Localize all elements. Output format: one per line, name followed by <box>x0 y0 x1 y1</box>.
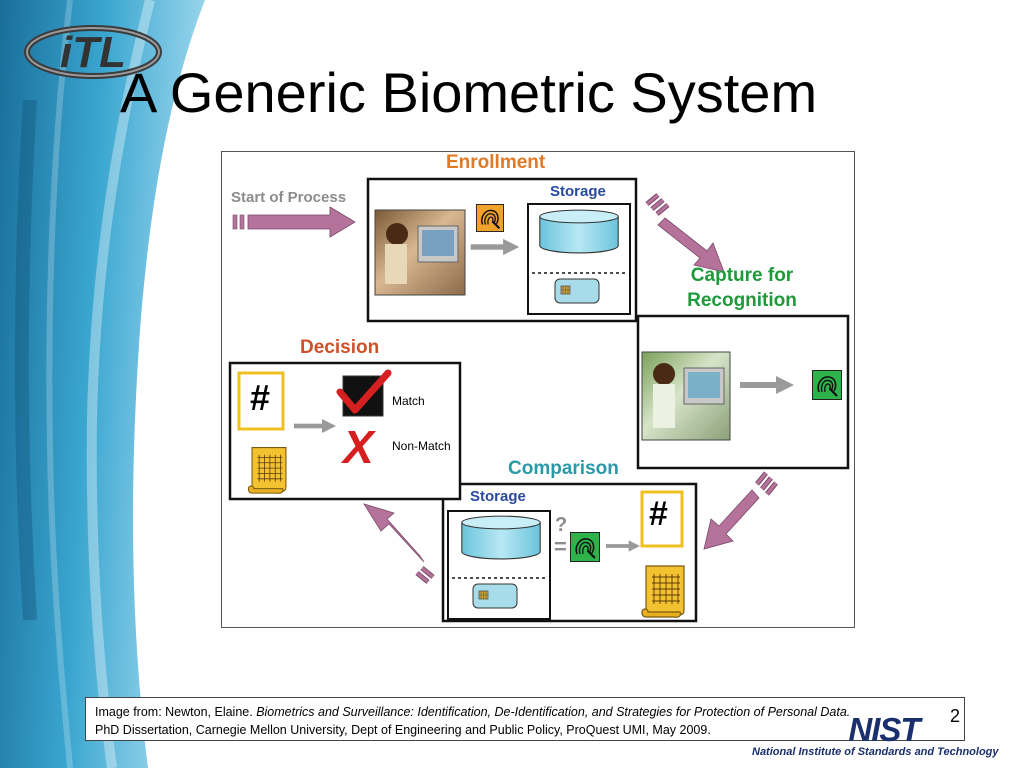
arrow-capture-to-comparison <box>703 471 778 550</box>
comparison-hash-card <box>640 490 684 548</box>
start-arrow <box>232 206 356 238</box>
comparison-template-scroll-icon <box>641 565 685 618</box>
arrow-enrollment-to-capture <box>645 193 725 273</box>
image-citation: Image from: Newton, Elaine. Biometrics a… <box>85 697 965 741</box>
non-match-x-icon: X <box>343 421 374 473</box>
comparison-storage-label: Storage <box>470 488 526 505</box>
citation-work-title: Biometrics and Surveillance: Identificat… <box>256 705 851 719</box>
comparison-hash-symbol: # <box>649 495 668 533</box>
nist-full-name: National Institute of Standards and Tech… <box>752 746 999 758</box>
decision-template-scroll-icon <box>247 446 287 494</box>
comparison-title: Comparison <box>508 458 619 479</box>
citation-line-1: Image from: Newton, Elaine. Biometrics a… <box>95 703 955 721</box>
comparison-equals-sign: = <box>554 534 567 559</box>
enrollment-id-card-icon <box>554 278 600 304</box>
itl-logo-text: iTL <box>60 28 126 77</box>
itl-logo: iTL <box>24 25 162 79</box>
decision-hash-symbol: # <box>250 377 271 418</box>
comparison-fingerprint-icon <box>570 532 600 562</box>
biometric-system-diagram: Start of Process Enrollment Storage Capt… <box>221 151 855 628</box>
non-match-label: Non-Match <box>392 439 451 453</box>
match-checkmark-icon <box>336 369 392 414</box>
nist-logo: NIST <box>848 712 924 746</box>
capture-title: Capture for Recognition <box>687 265 797 311</box>
match-label: Match <box>392 394 425 408</box>
fingerprint-orange-icon <box>476 204 504 232</box>
comparison-question-mark: ? <box>555 514 568 536</box>
citation-author: Image from: Newton, Elaine. <box>95 705 257 719</box>
decision-hash-card <box>237 371 285 431</box>
fingerprint-green-icon <box>812 370 842 400</box>
start-of-process-label: Start of Process <box>231 189 347 206</box>
arrow-comparison-to-decision <box>363 503 435 584</box>
page-number: 2 <box>950 706 961 726</box>
enrollment-storage-label: Storage <box>550 183 606 200</box>
comparison-id-card-icon <box>472 583 518 609</box>
decision-title: Decision <box>300 337 380 358</box>
enrollment-database-icon <box>539 209 619 254</box>
slide-title: A Generic Biometric System <box>120 61 818 124</box>
citation-line-2: PhD Dissertation, Carnegie Mellon Univer… <box>95 723 711 737</box>
comparison-database-icon <box>461 515 541 560</box>
nist-logo-text: NIST <box>848 712 923 746</box>
enrollment-title: Enrollment <box>446 152 546 173</box>
